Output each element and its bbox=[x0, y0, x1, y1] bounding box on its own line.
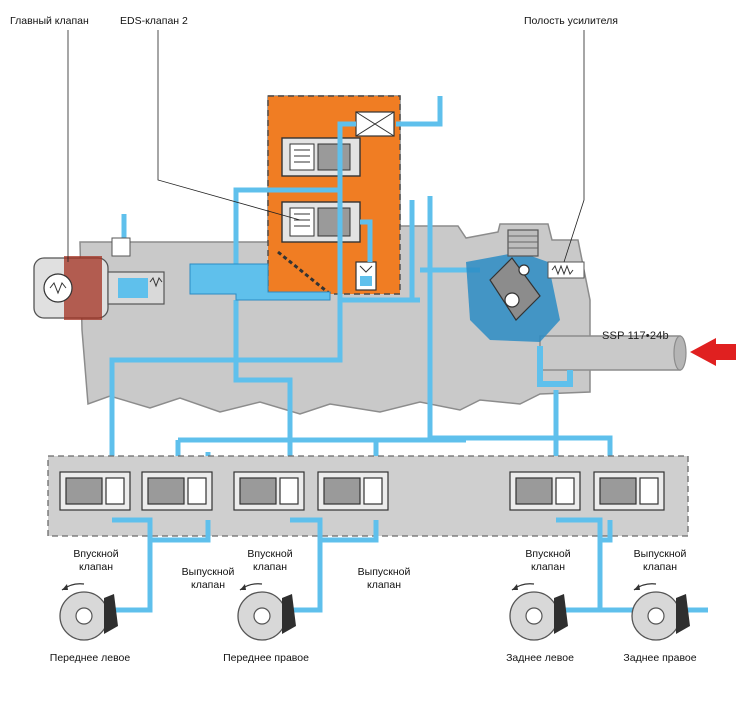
label-wheel-front-left: Переднее левое bbox=[49, 652, 131, 664]
label-wheel-rear-left: Заднее левое bbox=[506, 652, 574, 664]
diagram-code: SSP 117•24b bbox=[602, 330, 669, 342]
label-outlet-valve-3: Выпускной клапан bbox=[633, 548, 687, 574]
fluid-chamber-left bbox=[189, 263, 331, 301]
main-valve bbox=[33, 237, 165, 320]
wheel-rear-left bbox=[509, 583, 568, 641]
label-inlet-valve-1: Впускной клапан bbox=[73, 548, 119, 574]
booster bbox=[466, 229, 585, 387]
label-booster-cavity: Полость усилителя bbox=[524, 15, 618, 27]
wheel-front-right bbox=[237, 583, 296, 641]
label-outlet-valve-1: Выпускной клапан bbox=[181, 566, 235, 592]
wheel-front-left bbox=[59, 583, 118, 641]
label-wheel-front-right: Переднее правое bbox=[223, 652, 309, 664]
label-outlet-valve-2: Выпускной клапан bbox=[357, 566, 411, 592]
leader-lines bbox=[67, 30, 585, 263]
label-inlet-valve-2: Впускной клапан bbox=[247, 548, 293, 574]
filter-box bbox=[355, 111, 395, 137]
wheel-rear-right bbox=[631, 583, 690, 641]
label-main-valve: Главный клапан bbox=[10, 15, 89, 27]
label-inlet-valve-3: Впускной клапан bbox=[525, 548, 571, 574]
bank-valves bbox=[59, 471, 665, 511]
pressure-switch bbox=[355, 261, 377, 291]
label-eds-valve: EDS-клапан 2 bbox=[120, 15, 188, 27]
input-arrow bbox=[690, 338, 736, 366]
eds-valve-lower bbox=[281, 201, 361, 243]
eds-valve-upper bbox=[281, 137, 361, 177]
label-wheel-rear-right: Заднее правое bbox=[623, 652, 697, 664]
